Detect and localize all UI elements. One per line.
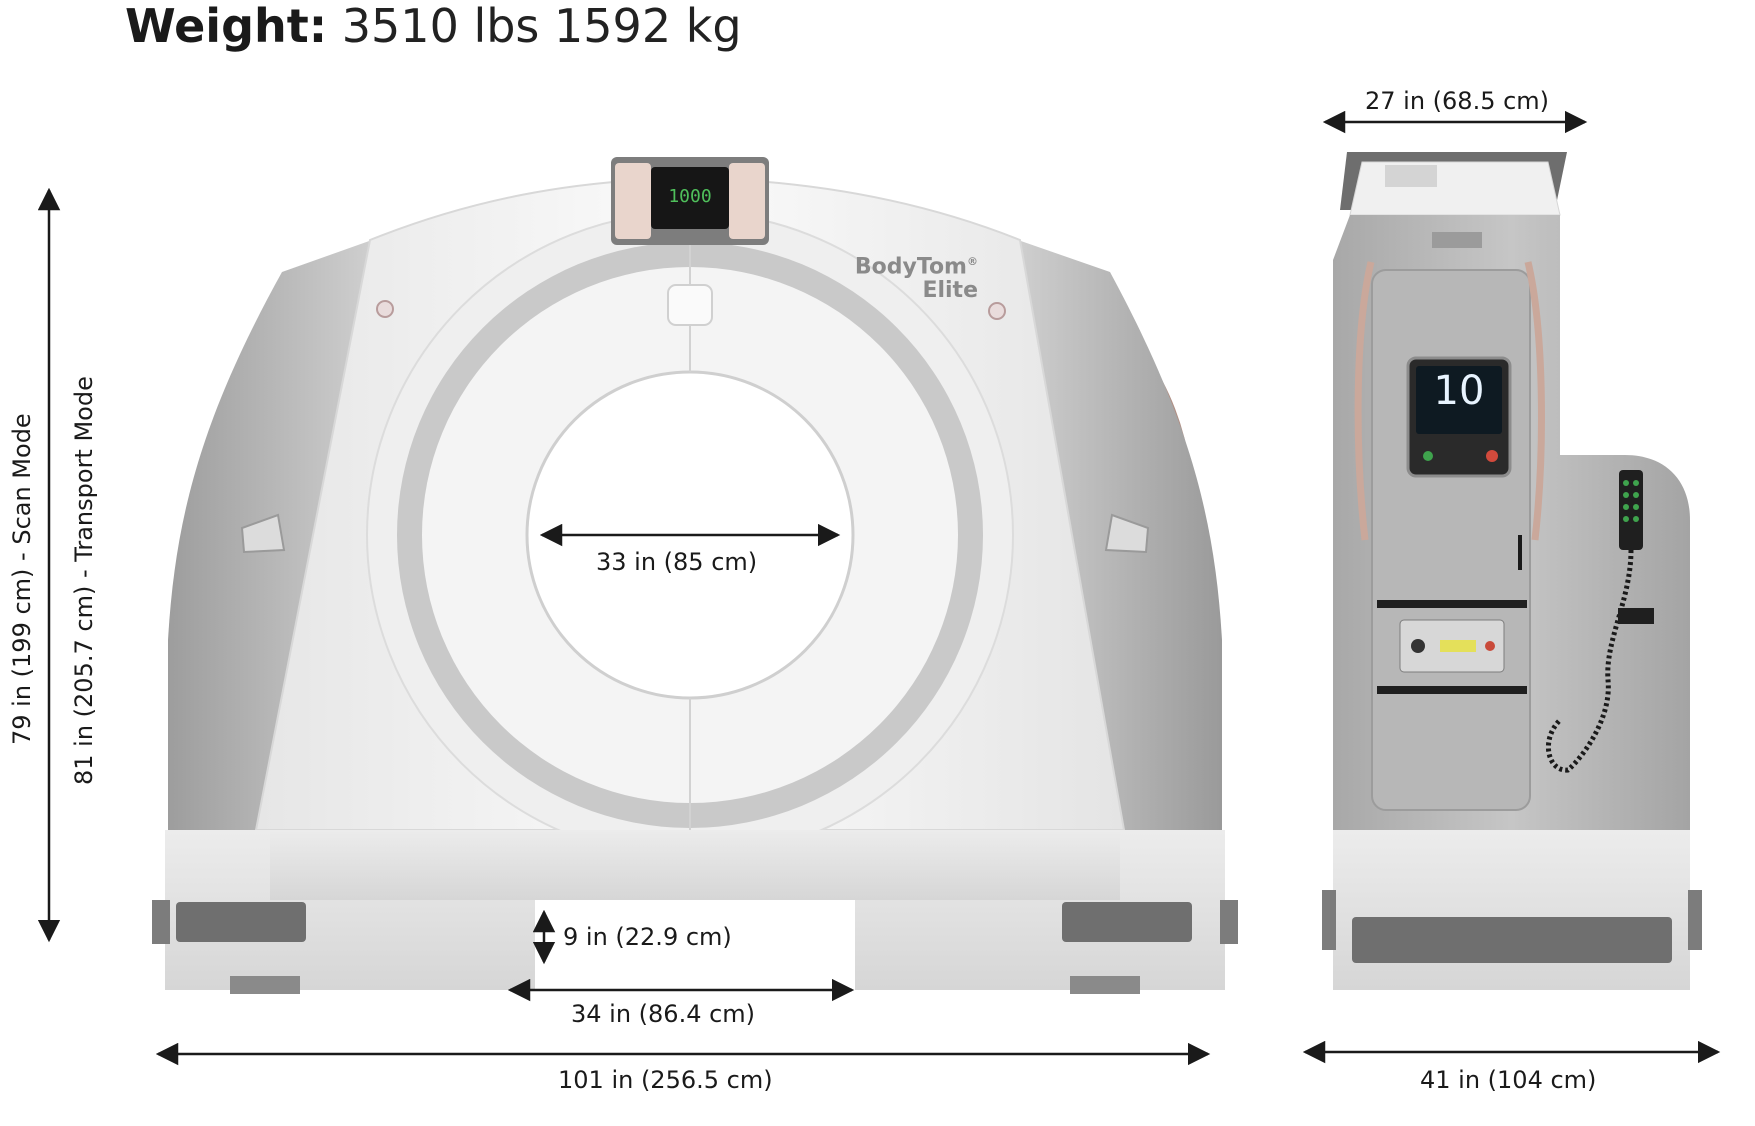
side-vent xyxy=(1385,165,1437,187)
tablet-green-button xyxy=(1423,451,1433,461)
left-wheel xyxy=(230,976,300,994)
side-base xyxy=(1333,830,1690,990)
left-bumper xyxy=(176,902,306,942)
weight-label: Weight: xyxy=(125,0,328,53)
display-light-right xyxy=(729,163,765,239)
dimension-arrows xyxy=(37,110,1721,1066)
tablet-red-button xyxy=(1486,450,1498,462)
side-key xyxy=(1411,639,1425,653)
laser-module xyxy=(667,284,713,326)
base-left-endcap xyxy=(152,900,170,944)
side-top-cap xyxy=(1349,161,1561,216)
side-slot-lower xyxy=(1377,686,1527,694)
side-top-width-label: 27 in (68.5 cm) xyxy=(1365,87,1550,115)
brand-mark: ® xyxy=(967,255,978,268)
base-right-endcap xyxy=(1220,900,1238,944)
overall-width-label: 101 in (256.5 cm) xyxy=(558,1066,773,1094)
display-light-left xyxy=(615,163,651,239)
front-display-value: 1000 xyxy=(668,186,712,207)
height-transport-label: 81 in (205.7 cm) - Transport Mode xyxy=(70,376,98,785)
weight-value: 3510 lbs 1592 kg xyxy=(341,0,742,53)
side-bumper xyxy=(1352,917,1672,963)
screw-right xyxy=(988,302,1006,320)
pendant-cord xyxy=(1545,549,1634,773)
screw-left xyxy=(376,300,394,318)
weight-title: Weight: 3510 lbs 1592 kg xyxy=(125,0,742,52)
brand-logo: BodyTom® Elite xyxy=(818,250,978,303)
side-base-width-label: 41 in (104 cm) xyxy=(1420,1066,1597,1094)
brand-line2: Elite xyxy=(922,278,978,304)
side-key-display xyxy=(1440,640,1476,652)
side-slot-upper xyxy=(1377,600,1527,608)
right-latch xyxy=(1104,513,1150,554)
right-wheel xyxy=(1070,976,1140,994)
side-base-endcap-left xyxy=(1322,890,1336,950)
brand-line1: BodyTom xyxy=(854,254,967,280)
side-base-endcap-right xyxy=(1688,890,1702,950)
clearance-label: 9 in (22.9 cm) xyxy=(563,923,732,951)
height-scan-label: 79 in (199 cm) - Scan Mode xyxy=(8,413,36,745)
side-inner-panel xyxy=(1371,269,1531,811)
right-bumper xyxy=(1062,902,1192,942)
base-bridge xyxy=(270,830,1120,900)
left-latch xyxy=(240,513,286,554)
side-view xyxy=(1322,152,1702,990)
side-right-slot xyxy=(1618,608,1654,624)
side-display-value: 10 xyxy=(1433,368,1485,414)
side-indicator xyxy=(1432,232,1482,248)
side-tablet-screen xyxy=(1416,366,1502,434)
side-key-red xyxy=(1485,641,1495,651)
side-handle-right xyxy=(1524,261,1545,541)
pendant-controller xyxy=(1619,470,1643,550)
side-handle-left xyxy=(1354,261,1375,541)
inner-width-label: 34 in (86.4 cm) xyxy=(571,1000,756,1028)
front-display-screen xyxy=(651,167,729,229)
bore-label: 33 in (85 cm) xyxy=(596,548,758,576)
